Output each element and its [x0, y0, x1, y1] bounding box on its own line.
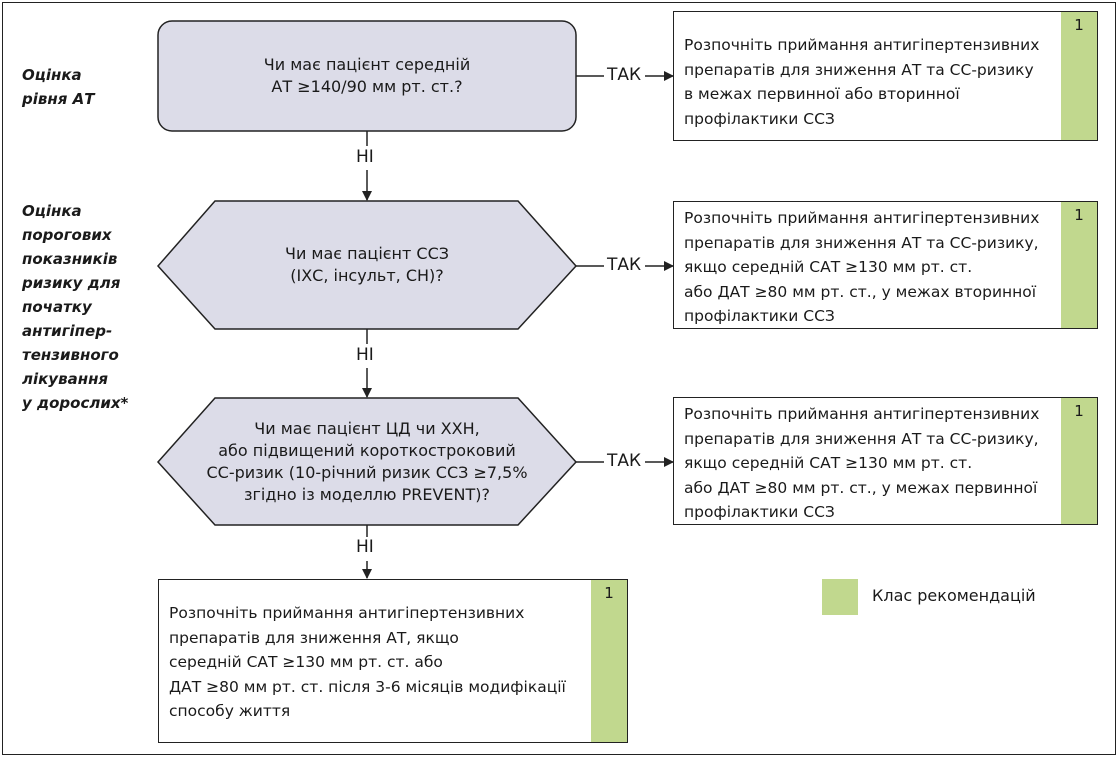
- recommendation-line: якщо середній САТ ≥130 мм рт. ст.: [684, 258, 973, 276]
- no-label-1: НІ: [356, 147, 374, 167]
- recommendation-line: або ДАТ ≥80 мм рт. ст., у межах вторинно…: [684, 282, 1037, 301]
- class-indicator: 1: [1061, 12, 1097, 140]
- yes-label-3: ТАК: [607, 451, 642, 471]
- decision-line: Чи має пацієнт ССЗ: [284, 244, 450, 263]
- recommendation-line: препаратів для зниження АТ та СС-ризику: [684, 60, 1034, 79]
- decision-2-text: Чи має пацієнт ССЗ (ІХС, інсульт, СН)?: [158, 201, 576, 329]
- decision-3-text: Чи має пацієнт ЦД чи ХХН, або підвищений…: [158, 398, 576, 525]
- recommendation-line: профілактики ССЗ: [684, 307, 835, 325]
- recommendation-box-3: Розпочніть приймання антигіпертензивних …: [673, 397, 1098, 525]
- decision-1-text: Чи має пацієнт середній АТ ≥140/90 мм рт…: [158, 21, 576, 131]
- side-label-line: рівня АТ: [22, 90, 95, 108]
- recommendation-line: Розпочніть приймання антигіпертензивних: [684, 36, 1040, 54]
- recommendation-box-1: Розпочніть приймання антигіпертензивних …: [673, 11, 1098, 141]
- recommendation-line: способу життя: [169, 702, 291, 720]
- side-label-line: лікування: [22, 370, 109, 388]
- decision-line: або підвищений короткостроковий: [218, 440, 516, 460]
- recommendation-text: Розпочніть приймання антигіпертензивних …: [684, 402, 1039, 525]
- side-label-line: тензивного: [22, 346, 119, 364]
- class-value: 1: [1074, 402, 1084, 420]
- recommendation-text: Розпочніть приймання антигіпертензивних …: [169, 601, 566, 724]
- recommendation-line: Розпочніть приймання антигіпертензивних: [169, 604, 525, 622]
- recommendation-text: Розпочніть приймання антигіпертензивних …: [684, 206, 1039, 329]
- decision-line: Чи має пацієнт середній: [263, 55, 471, 74]
- side-label-line: Оцінка: [22, 202, 82, 220]
- recommendation-line: профілактики ССЗ: [684, 109, 835, 128]
- recommendation-line: в межах первинної або вторинної: [684, 85, 960, 103]
- legend-swatch: [822, 579, 858, 615]
- yes-label-1: ТАК: [607, 65, 642, 85]
- class-value: 1: [1074, 16, 1084, 34]
- side-label-line: Оцінка: [22, 66, 82, 84]
- recommendation-line: препаратів для зниження АТ, якщо: [169, 628, 459, 647]
- side-label-threshold-assessment: Оцінка порогових показників ризику для п…: [22, 199, 128, 415]
- class-indicator: 1: [591, 580, 627, 742]
- recommendation-line: середній САТ ≥130 мм рт. ст. або: [169, 653, 443, 671]
- recommendation-line: Розпочніть приймання антигіпертензивних: [684, 405, 1040, 423]
- decision-line: Чи має пацієнт ЦД чи ХХН,: [254, 418, 480, 438]
- side-label-line: показників: [22, 250, 118, 268]
- decision-line: (ІХС, інсульт, СН)?: [290, 266, 444, 285]
- side-label-line: порогових: [22, 226, 112, 244]
- class-value: 1: [1074, 206, 1084, 224]
- recommendation-box-4: Розпочніть приймання антигіпертензивних …: [158, 579, 628, 743]
- recommendation-line: якщо середній САТ ≥130 мм рт. ст.: [684, 454, 973, 472]
- decision-line: СС-ризик (10-річний ризик ССЗ ≥7,5%: [206, 462, 528, 482]
- legend-label: Клас рекомендацій: [872, 586, 1036, 605]
- side-label-line: антигіпер-: [22, 322, 113, 340]
- class-indicator: 1: [1061, 398, 1097, 524]
- recommendation-line: препаратів для зниження АТ та СС-ризику,: [684, 429, 1039, 448]
- decision-line: АТ ≥140/90 мм рт. ст.?: [271, 77, 463, 96]
- recommendation-line: Розпочніть приймання антигіпертензивних: [684, 209, 1040, 227]
- class-value: 1: [604, 584, 614, 602]
- decision-line: згідно із моделлю PREVENT)?: [244, 484, 490, 504]
- recommendation-line: препаратів для зниження АТ та СС-ризику,: [684, 233, 1039, 252]
- no-label-2: НІ: [356, 345, 374, 365]
- class-indicator: 1: [1061, 202, 1097, 328]
- recommendation-line: ДАТ ≥80 мм рт. ст. після 3-6 місяців мод…: [169, 677, 566, 696]
- side-label-line: ризику для: [22, 274, 121, 292]
- no-label-3: НІ: [356, 537, 374, 557]
- recommendation-text: Розпочніть приймання антигіпертензивних …: [684, 33, 1039, 131]
- recommendation-line: або ДАТ ≥80 мм рт. ст., у межах первинно…: [684, 478, 1038, 497]
- side-label-bp-assessment: Оцінка рівня АТ: [22, 63, 94, 111]
- recommendation-line: профілактики ССЗ: [684, 503, 835, 521]
- recommendation-box-2: Розпочніть приймання антигіпертензивних …: [673, 201, 1098, 329]
- side-label-line: початку: [22, 298, 92, 316]
- side-label-line: у дорослих*: [22, 394, 129, 412]
- yes-label-2: ТАК: [607, 255, 642, 275]
